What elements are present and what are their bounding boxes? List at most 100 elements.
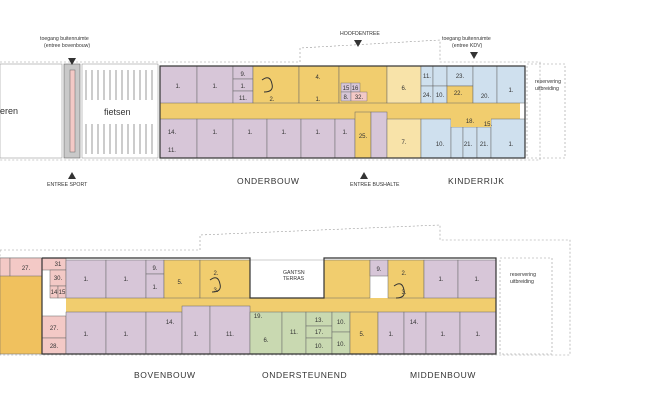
room-num: 1. [83, 332, 88, 338]
room-num: 1. [508, 142, 513, 148]
room-num: 1. [388, 332, 393, 338]
room-num: 9. [152, 266, 157, 272]
room-num: 11. [423, 74, 431, 80]
room-num: 13. [315, 318, 324, 324]
room-bottom-30 [387, 259, 425, 299]
room-bottom-20 [209, 305, 251, 355]
room-top-16 [232, 118, 268, 159]
room-num: 14. [166, 320, 175, 326]
room-num: 17. [315, 330, 324, 336]
sport-hall-block [0, 63, 63, 159]
room-num: 1. [281, 130, 286, 136]
sport-entry-arrow-icon [68, 58, 76, 65]
room-top-18 [300, 118, 336, 159]
room-num: 1. [342, 130, 347, 136]
room-num: 28. [50, 344, 59, 350]
room-num: 1. [315, 97, 320, 103]
zone-kinderrijk: KINDERRIJK [448, 176, 505, 186]
site-outline-bottom [0, 224, 571, 356]
top-floorplan: 1. 1. 9. 1. 11. 2. 4. 1. 14. 11. 15 16 8… [0, 31, 566, 188]
room-num: 30. [54, 276, 63, 282]
bottom-corridor [66, 298, 496, 312]
room-num: 1. [508, 88, 513, 94]
room-bottom-17 [105, 311, 147, 355]
room-num: 1. [212, 130, 217, 136]
room-num: 1. [123, 277, 128, 283]
room-bottom-36 [425, 311, 461, 355]
room-num: 14. [410, 320, 419, 326]
room-num: 15 [59, 290, 66, 296]
room-num: 3. [401, 290, 406, 296]
room-num: 1. [152, 285, 157, 291]
room-num: 8. [343, 95, 348, 101]
zone-ondersteunend: ONDERSTEUNEND [262, 370, 347, 380]
room-num: 9. [376, 267, 381, 273]
stair-spiral-top [261, 77, 273, 93]
left-cut-label: eren [0, 106, 18, 116]
entree-sport-label: ENTREE SPORT [47, 182, 88, 188]
room-top-24 [432, 65, 448, 87]
reservering-label: reservering [535, 79, 561, 85]
room-num: 11. [239, 96, 247, 102]
room-num: 21. [480, 142, 489, 148]
room-num: 11. [226, 332, 234, 338]
room-num: 11. [168, 148, 176, 154]
room-bottom-15 [199, 259, 251, 299]
room-top-15 [196, 118, 234, 159]
room-num: 31 [55, 262, 62, 268]
room-num: 6. [263, 338, 268, 344]
building-outline-top [159, 65, 526, 159]
room-num: 24. [423, 93, 432, 99]
entrance-note: (entree KDV) [452, 43, 483, 49]
terras-label: GANTSN [283, 270, 305, 276]
room-num: 22. [454, 91, 463, 97]
entrance-note: (entree bovenbouw) [44, 43, 90, 49]
room-num: 15 [343, 86, 350, 92]
room-bottom-35 [403, 311, 427, 355]
room-num: 27. [50, 326, 59, 332]
building-outline-bottom [41, 257, 497, 355]
entrance-note: toegang buitenruimte [442, 36, 491, 42]
bike-stalls [81, 63, 159, 159]
zone-middenbouw: MIDDENBOUW [410, 370, 476, 380]
room-num: 18. [466, 119, 475, 125]
room-top-22 [386, 118, 422, 159]
room-num: 1. [475, 332, 480, 338]
room-top-30 [496, 65, 526, 104]
room-num: 1. [315, 130, 320, 136]
room-num: 10. [337, 342, 346, 348]
room-num: 3. [213, 288, 218, 294]
room-bottom-34 [377, 311, 405, 355]
hoofdentree-arrow-icon [354, 40, 362, 47]
room-num: 32. [355, 95, 364, 101]
room-num: 16 [352, 86, 359, 92]
room-num: 27. [22, 266, 31, 272]
reservation-area-top [526, 63, 566, 159]
room-top-7 [298, 65, 340, 104]
room-bottom-19 [181, 305, 211, 355]
entrance-ramp [69, 69, 76, 153]
room-num: 1. [440, 332, 445, 338]
room-num: 14. [168, 130, 177, 136]
room-num: 11. [290, 330, 298, 336]
room-top-12 [350, 91, 368, 102]
room-num: 14 [51, 290, 58, 296]
room-bottom-21 [249, 311, 283, 355]
room-num: 10. [436, 142, 445, 148]
room-num: 10. [337, 320, 346, 326]
fietsen-label: fietsen [104, 107, 131, 117]
room-num: 1. [474, 277, 479, 283]
room-num: 5. [177, 280, 182, 286]
stair-spiral-bottom-left [209, 277, 221, 293]
room-num: 1. [438, 277, 443, 283]
room-top-14 [159, 118, 198, 159]
room-num: 4. [315, 75, 320, 81]
room-bottom-2 [0, 257, 11, 277]
zone-onderbouw: ONDERBOUW [237, 176, 300, 186]
room-top-19 [334, 118, 356, 159]
room-bottom-11 [105, 259, 147, 299]
entree-bushalte-label: ENTREE BUSHALTE [350, 182, 400, 188]
reservation-area-bottom [499, 257, 553, 355]
room-top-31 [420, 118, 452, 159]
room-bottom-18 [145, 311, 183, 355]
